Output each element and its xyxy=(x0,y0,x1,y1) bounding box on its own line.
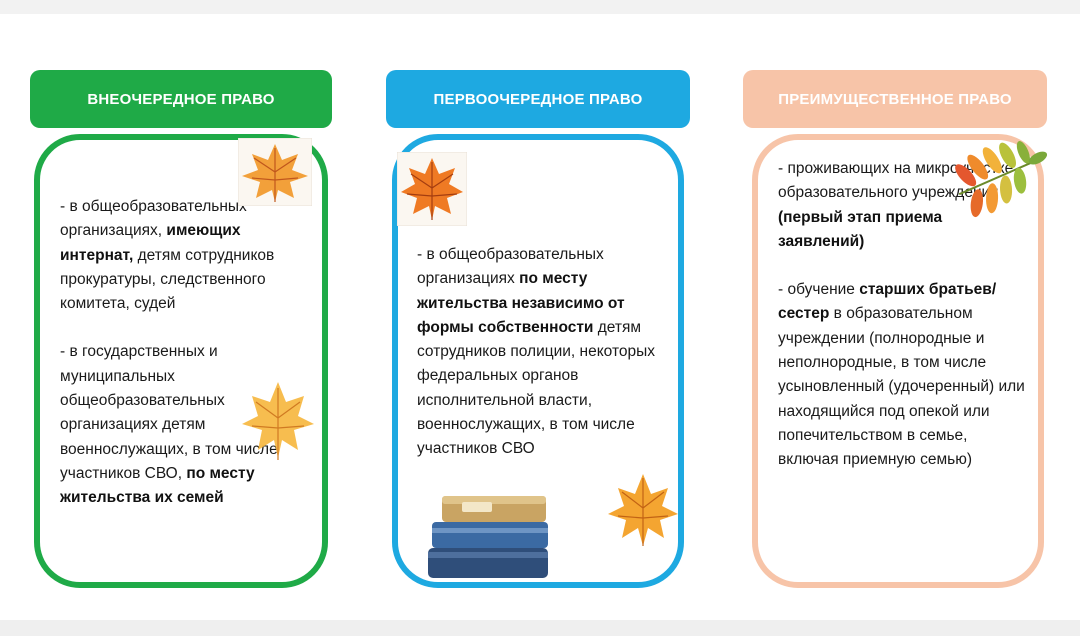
text-run: - проживающих на микроучастке образовате… xyxy=(778,160,1014,202)
bold-text: старших братьев/сестер xyxy=(778,281,997,323)
top-band xyxy=(0,0,1080,14)
header-label: ПЕРВООЧЕРЕДНОЕ ПРАВО xyxy=(433,90,643,108)
maple-leaf-icon xyxy=(608,474,678,546)
header-label: ВНЕОЧЕРЕДНОЕ ПРАВО xyxy=(87,90,275,108)
text-run: - в государственных и муниципальных обще… xyxy=(60,343,278,482)
paragraph: - в общеобразовательных организациях по … xyxy=(417,243,667,462)
text-priority-right: - в общеобразовательных организациях по … xyxy=(417,243,667,462)
header-priority-right: ПЕРВООЧЕРЕДНОЕ ПРАВО xyxy=(386,70,690,128)
maple-leaf-icon xyxy=(238,138,312,206)
text-run: - в общеобразовательных организациях xyxy=(417,246,604,288)
text-run: в образовательном учреждении (полнородны… xyxy=(778,305,1025,469)
books-icon xyxy=(428,496,548,578)
card-extraordinary-right xyxy=(34,134,328,588)
paragraph: - в общеобразовательных организациях, им… xyxy=(60,195,318,316)
header-preferential-right: ПРЕИМУЩЕСТВЕННОЕ ПРАВО xyxy=(743,70,1047,128)
text-run: - в общеобразовательных организациях, xyxy=(60,198,247,240)
text-preferential-right: - проживающих на микроучастке образовате… xyxy=(778,157,1028,473)
paragraph: - обучение старших братьев/сестер в обра… xyxy=(778,278,1028,472)
bold-text: (первый этап приема заявлений) xyxy=(778,208,943,250)
maple-leaf-icon xyxy=(242,382,314,460)
header-label: ПРЕИМУЩЕСТВЕННОЕ ПРАВО xyxy=(778,90,1012,108)
text-run: - обучение xyxy=(778,281,860,299)
paragraph: - проживающих на микроучастке образовате… xyxy=(778,157,1028,254)
text-run: детям сотрудников полиции, некоторых фед… xyxy=(417,318,656,458)
bottom-band xyxy=(0,620,1080,636)
text-run: детям сотрудников прокуратуры, следствен… xyxy=(60,246,275,313)
bold-text: по месту жительства их семей xyxy=(60,464,255,507)
bold-text: по месту жительства независимо от формы … xyxy=(417,270,625,336)
rowan-leaf-icon xyxy=(955,141,1048,218)
bold-text: имеющих интернат, xyxy=(60,222,241,264)
card-preferential-right xyxy=(752,134,1044,588)
paragraph: - в государственных и муниципальных обще… xyxy=(60,340,318,510)
header-extraordinary-right: ВНЕОЧЕРЕДНОЕ ПРАВО xyxy=(30,70,332,128)
text-extraordinary-right: - в общеобразовательных организациях, им… xyxy=(60,195,318,511)
maple-leaf-icon xyxy=(397,152,467,226)
